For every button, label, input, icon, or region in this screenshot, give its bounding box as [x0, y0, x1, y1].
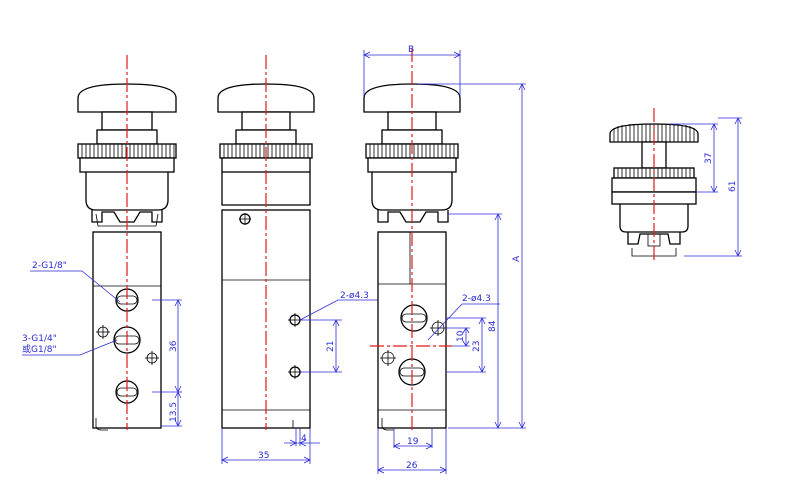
hole-label-side: 2-ø4.3: [340, 291, 369, 301]
dim-26: 26: [406, 461, 418, 471]
back-view: [363, 48, 526, 474]
port-label-top-left: 2-G1/8": [32, 261, 67, 271]
front-view: [22, 55, 182, 431]
detail-view: [609, 108, 742, 262]
dim-37: 37: [704, 153, 714, 164]
dim-a: A: [512, 255, 522, 262]
port-label-center-2: 或G1/8": [22, 343, 57, 355]
dim-10: 10: [456, 330, 466, 342]
port-label-center-1: 3-G1/4": [22, 334, 57, 344]
dim-b: B: [408, 45, 414, 55]
dim-4: 4: [301, 434, 307, 444]
dim-35: 35: [258, 451, 269, 461]
dim-19: 19: [407, 437, 419, 447]
dim-84: 84: [488, 320, 498, 332]
dim-61: 61: [728, 181, 738, 192]
dim-13-5: 13.5: [169, 402, 179, 422]
hole-label-right: 2-ø4.3: [462, 294, 491, 304]
dim-21: 21: [326, 341, 336, 352]
dim-23: 23: [472, 341, 482, 352]
side-view: [217, 55, 380, 464]
dim-36: 36: [169, 340, 179, 352]
